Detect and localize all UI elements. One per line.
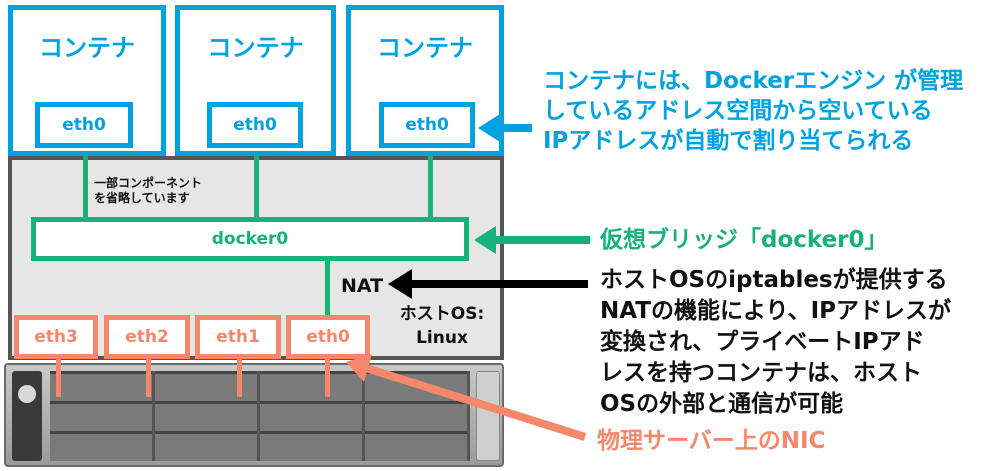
link-container3-bridge — [428, 148, 433, 220]
container-callout-line1: コンテナには、Dockerエンジン が管理 — [543, 68, 964, 94]
nic-callout-text: 物理サーバー上のNIC — [597, 426, 825, 456]
drive-bays — [50, 371, 470, 461]
link-nic-eth1 — [237, 357, 242, 397]
container-2-title: コンテナ — [207, 34, 304, 62]
nic-eth2: eth2 — [104, 315, 190, 359]
host-os-label-line2: Linux — [416, 328, 468, 348]
bridge-callout-arrow — [474, 226, 590, 254]
link-nic-eth2 — [146, 357, 151, 397]
link-container2-bridge — [254, 148, 259, 220]
container-callout-line2: しているアドレス空間から空いている — [543, 98, 933, 124]
container-3-eth0: eth0 — [379, 102, 475, 148]
nat-callout-line1: ホストOSのiptablesが提供する — [600, 267, 948, 293]
server-right-ear — [476, 371, 500, 461]
nat-callout-text: ホストOSのiptablesが提供する NATの機能により、IPアドレスが 変換… — [600, 265, 951, 420]
container-callout-text: コンテナには、Dockerエンジン が管理 しているアドレス空間から空いている … — [543, 66, 963, 156]
link-container1-bridge — [83, 148, 88, 220]
nat-callout-line2: NATの機能により、IPアドレスが — [600, 298, 951, 324]
nic-eth3: eth3 — [14, 315, 98, 359]
container-1-title: コンテナ — [39, 34, 135, 62]
nat-callout-line4: レスを持つコンテナは、ホスト — [600, 360, 922, 386]
omitted-components-note: 一部コンポーネント を省略しています — [94, 176, 244, 206]
nic-eth0: eth0 — [286, 315, 370, 359]
server-chassis-image — [4, 363, 504, 467]
note-line-1: 一部コンポーネント — [94, 176, 203, 190]
nat-label: NAT — [341, 275, 384, 297]
nat-callout-line5: OSの外部と通信が可能 — [600, 391, 844, 417]
container-callout-arrow — [478, 114, 532, 142]
link-nic-eth3 — [56, 357, 61, 397]
container-3-title: コンテナ — [377, 34, 473, 62]
bridge-callout-line1: 仮想ブリッジ「docker0」 — [600, 227, 888, 253]
note-line-2: を省略しています — [94, 191, 190, 205]
container-callout-line3: IPアドレスが自動で割り当てられる — [543, 128, 914, 154]
container-1-eth0: eth0 — [35, 102, 133, 148]
nic-callout-line1: 物理サーバー上のNIC — [597, 428, 826, 454]
container-2-eth0: eth0 — [207, 102, 303, 148]
hp-logo-icon — [18, 385, 36, 403]
host-os-label: ホストOS: Linux — [386, 302, 498, 350]
nat-callout-arrow — [388, 269, 588, 299]
nic-eth1: eth1 — [195, 315, 281, 359]
docker0-bridge: docker0 — [31, 217, 469, 261]
link-bridge-nic — [325, 258, 330, 316]
nic-callout-arrow — [346, 354, 587, 441]
nat-callout-line3: 変換され、プライベートIPアド — [600, 329, 925, 355]
link-nic-eth0 — [325, 357, 330, 397]
bridge-callout-text: 仮想ブリッジ「docker0」 — [600, 225, 888, 255]
host-os-label-line1: ホストOS: — [399, 304, 485, 324]
